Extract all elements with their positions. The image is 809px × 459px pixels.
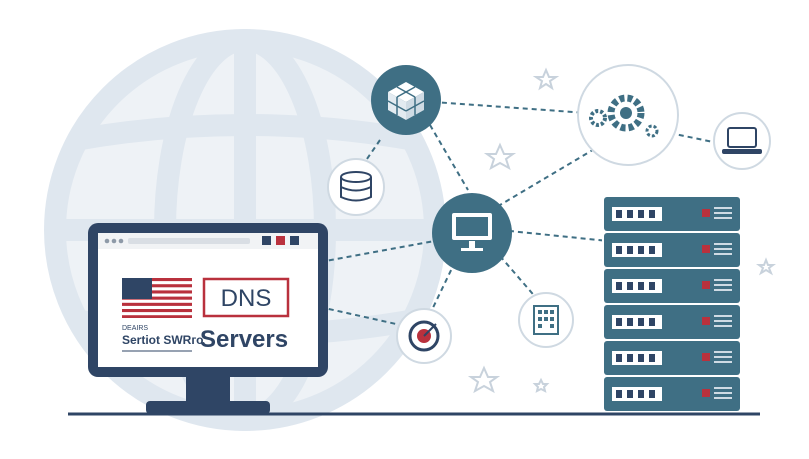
server-led — [702, 245, 710, 253]
server-unit — [604, 305, 740, 339]
dns-label: DNS — [221, 285, 272, 312]
server-led — [702, 209, 710, 217]
server-unit — [604, 341, 740, 375]
star-icon — [467, 67, 776, 394]
monitor: DNS DEAIRS Sertiot SWRго Servers — [88, 223, 328, 414]
browser-window-buttons — [262, 236, 299, 245]
gears-icon — [577, 64, 679, 166]
us-flag-icon — [122, 278, 192, 318]
server-unit — [604, 197, 740, 231]
monitor-base — [146, 401, 270, 414]
building-icon — [518, 292, 574, 348]
server-led — [702, 281, 710, 289]
dns-box — [202, 277, 290, 318]
server-led — [702, 353, 710, 361]
monitor-neck — [186, 377, 230, 401]
server-unit — [604, 377, 740, 411]
server-rack-icon — [602, 196, 742, 414]
monitor-hub-icon — [432, 193, 512, 273]
server-led — [702, 389, 710, 397]
server-unit — [604, 233, 740, 267]
caption-main: Sertiot SWRго — [122, 333, 204, 347]
cube-network-icon — [371, 65, 441, 135]
target-icon — [396, 308, 452, 364]
laptop-icon — [713, 112, 771, 170]
server-unit — [604, 269, 740, 303]
database-icon — [327, 158, 385, 216]
browser-dots — [104, 238, 124, 244]
caption-small: DEAIRS — [122, 325, 148, 332]
servers-label: Servers — [200, 326, 288, 353]
server-led — [702, 317, 710, 325]
